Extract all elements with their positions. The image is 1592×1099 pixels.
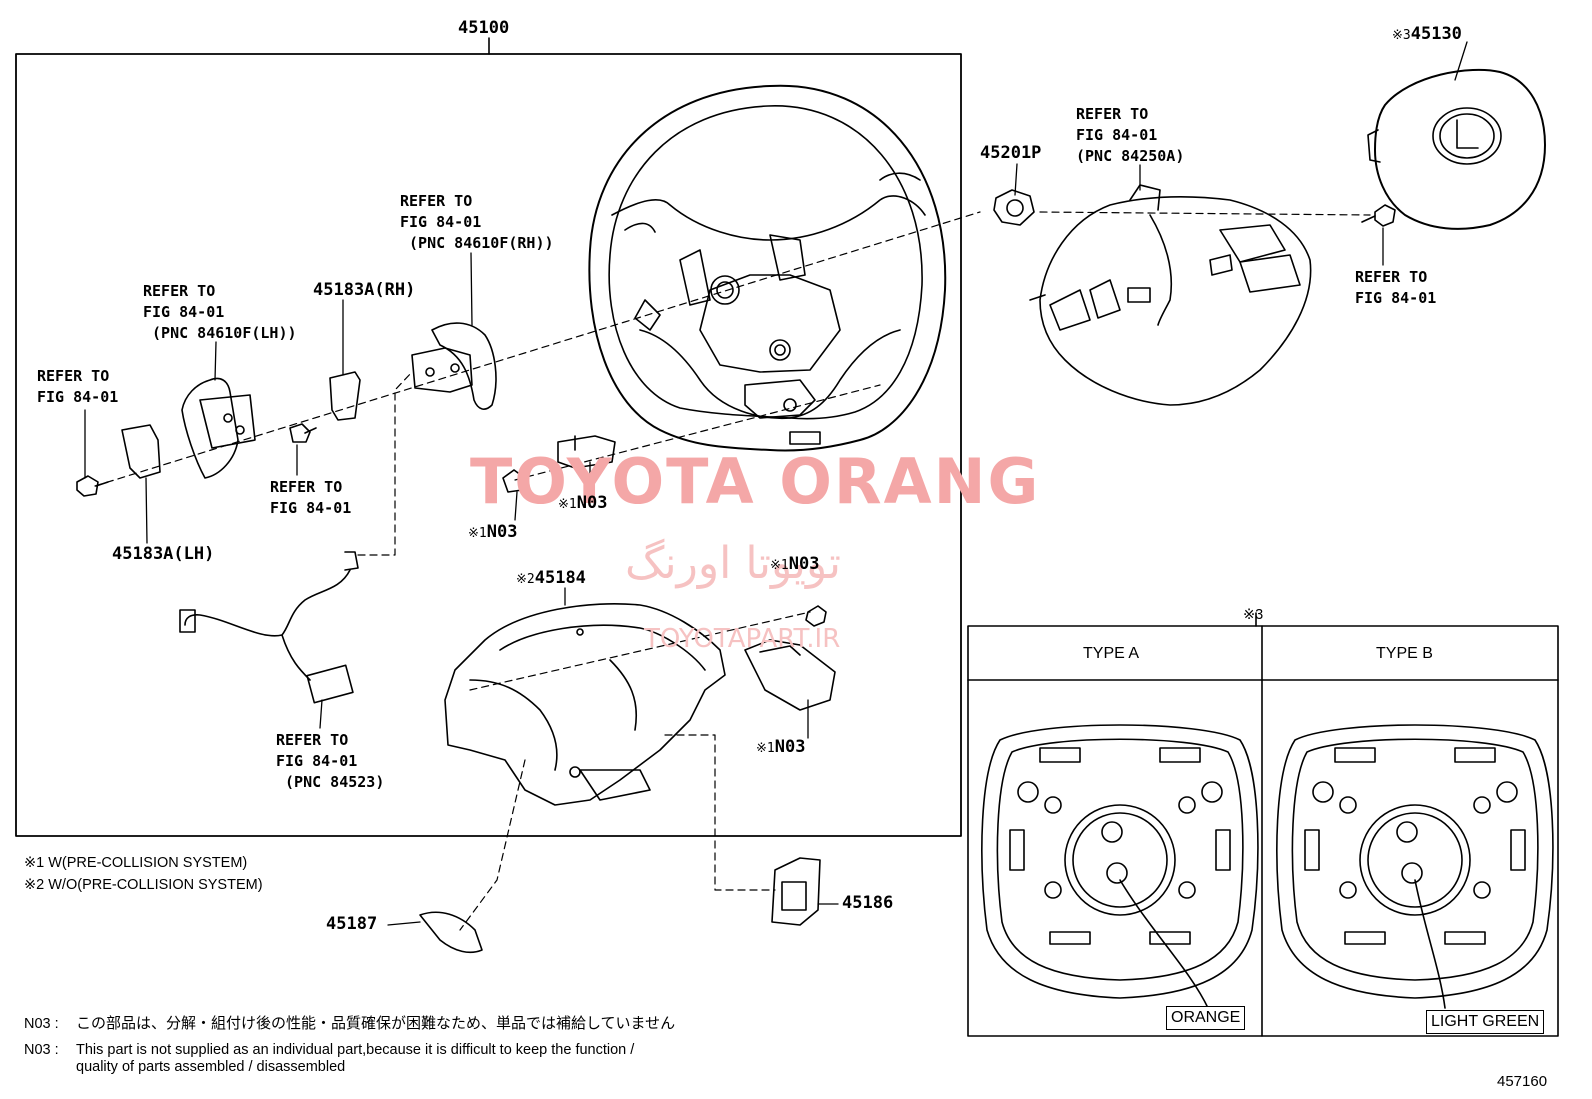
refer-to-screw-mid: REFER TO FIG 84-01 xyxy=(270,478,352,517)
part-label-n03-screw: ※1N03 xyxy=(468,524,517,541)
part-number: N03 xyxy=(486,522,518,542)
cover-45184 xyxy=(444,602,726,806)
watermark-persian: تویوتا اورنگ xyxy=(625,538,841,589)
nut-45201p xyxy=(993,189,1035,226)
part-label-45183a-rh: 45183A(RH) xyxy=(313,280,416,300)
label-orange: ORANGE xyxy=(1166,1006,1246,1030)
n03-note-jp: この部品は、分解・組付け後の性能・品質確保が困難なため、単品では補給していません xyxy=(76,1015,676,1032)
bracket-45183a-lh xyxy=(121,424,161,479)
mark-3: ※3 xyxy=(1392,28,1411,43)
part-number: 45184 xyxy=(534,568,586,588)
refer-to-screw-right: REFER TO FIG 84-01 xyxy=(1355,268,1437,307)
steering-wheel xyxy=(588,84,947,452)
airbag-back-type-a xyxy=(981,724,1259,1009)
part-label-n03-right-bottom: ※1N03 xyxy=(756,739,805,756)
part-label-n03-right-top: ※1N03 xyxy=(770,556,819,573)
watermark-site: TOYOTAPART.IR xyxy=(644,624,841,654)
bracket-45183a-rh xyxy=(329,371,361,421)
switch-pad-assembly xyxy=(1029,184,1312,406)
inset-mark-3: ※3 xyxy=(1243,607,1264,623)
n03-note-en-1: This part is not supplied as an individu… xyxy=(76,1042,635,1058)
inset-table xyxy=(967,625,1559,1037)
part-label-n03-upper: ※1N03 xyxy=(558,495,607,512)
part-label-45201p: 45201P xyxy=(980,143,1042,163)
refer-to-left: REFER TO FIG 84-01 xyxy=(37,367,119,406)
paddle-rh xyxy=(411,322,497,410)
footnote-2: ※2 W/O(PRE-COLLISION SYSTEM) xyxy=(24,877,263,893)
refer-to-84250a: REFER TO FIG 84-01 (PNC 84250A) xyxy=(1076,105,1185,165)
screw-left xyxy=(76,475,109,497)
watermark-main: TOYOTA ORANG xyxy=(470,445,1041,518)
diagram-number: 457160 xyxy=(1497,1073,1548,1090)
part-number: 45130 xyxy=(1410,24,1462,44)
airbag-45130 xyxy=(1367,68,1546,230)
paddle-lh xyxy=(181,377,256,479)
mark-1: ※1 xyxy=(756,741,775,756)
mark-1: ※1 xyxy=(770,558,789,573)
sensor-n03-right xyxy=(744,605,836,711)
wire-harness xyxy=(179,551,359,704)
part-number: N03 xyxy=(788,554,820,574)
label-light-green: LIGHT GREEN xyxy=(1426,1010,1545,1034)
sensor-n03-upper xyxy=(557,435,616,469)
trim-45187 xyxy=(419,911,483,954)
refer-to-84610f-lh: REFER TO FIG 84-01 (PNC 84610F(LH)) xyxy=(143,282,297,342)
inset-type-b-header: TYPE B xyxy=(1376,645,1433,662)
part-label-45130: ※345130 xyxy=(1392,26,1462,43)
part-number: N03 xyxy=(774,737,806,757)
part-label-45187: 45187 xyxy=(326,914,378,934)
airbag-back-type-b xyxy=(1276,724,1554,1009)
n03-note-jp-code: N03 : xyxy=(24,1016,59,1032)
n03-note-en-code: N03 : xyxy=(24,1042,59,1058)
n03-note-en-2: quality of parts assembled / disassemble… xyxy=(76,1059,346,1075)
screw-n03 xyxy=(502,469,526,493)
part-label-45186: 45186 xyxy=(842,893,894,913)
refer-to-84523: REFER TO FIG 84-01 (PNC 84523) xyxy=(276,731,385,791)
screw-right xyxy=(1361,204,1396,227)
mark-1: ※1 xyxy=(558,497,577,512)
part-number: N03 xyxy=(576,493,608,513)
screw-mid xyxy=(289,423,317,443)
part-label-45184: ※245184 xyxy=(516,570,586,587)
switch-45186 xyxy=(771,857,821,926)
mark-1: ※1 xyxy=(468,526,487,541)
part-label-45100: 45100 xyxy=(458,18,510,38)
mark-2: ※2 xyxy=(516,572,535,587)
footnote-1: ※1 W(PRE-COLLISION SYSTEM) xyxy=(24,855,248,871)
part-label-45183a-lh: 45183A(LH) xyxy=(112,544,215,564)
refer-to-84610f-rh: REFER TO FIG 84-01 (PNC 84610F(RH)) xyxy=(400,192,554,252)
inset-type-a-header: TYPE A xyxy=(1083,645,1140,662)
